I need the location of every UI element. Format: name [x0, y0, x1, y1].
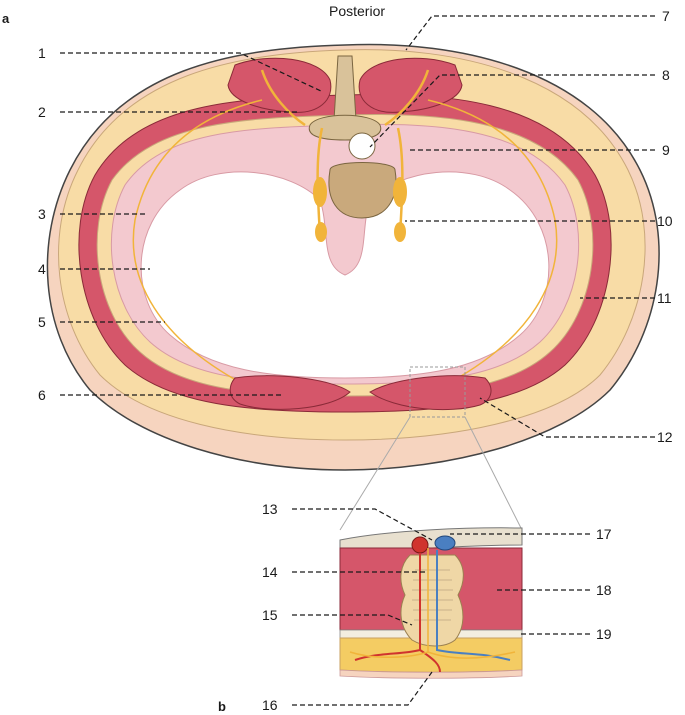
label-2: 2 [38, 104, 46, 120]
label-8: 8 [662, 67, 670, 83]
label-19: 19 [596, 626, 612, 642]
label-4: 4 [38, 261, 46, 277]
leader-8 [369, 74, 655, 148]
ganglion-lower-right [394, 222, 406, 242]
leader-7 [405, 15, 655, 51]
erector-muscle-right [358, 57, 463, 113]
vertebral-body [328, 162, 397, 219]
label-11: 11 [657, 290, 672, 306]
leader-13 [292, 508, 433, 541]
leader-12 [479, 397, 655, 438]
posterior-label: Posterior [329, 3, 385, 19]
intercostal-nerve-path [132, 99, 558, 386]
panel-a-cross-section [46, 43, 660, 531]
label-18: 18 [596, 582, 612, 598]
parasternal-muscle-right [369, 375, 492, 411]
label-15: 15 [262, 607, 278, 623]
detail-artery-branch [354, 553, 441, 673]
leader-1 [60, 52, 324, 93]
erector-muscle-left [227, 57, 332, 113]
label-16: 16 [262, 697, 278, 713]
panel-label-b: b [218, 699, 226, 714]
label-9: 9 [662, 142, 670, 158]
label-10: 10 [657, 213, 673, 229]
leader-lines [60, 15, 655, 706]
vertebral-spinous-process [333, 55, 357, 121]
label-7: 7 [662, 8, 670, 24]
label-14: 14 [262, 564, 278, 580]
sympathetic-ganglion-right [393, 177, 407, 207]
label-13: 13 [262, 501, 278, 517]
spinal-cord [348, 132, 376, 160]
sympathetic-ganglion-left [313, 177, 327, 207]
zoom-connector-lines [339, 416, 523, 531]
leader-16 [292, 671, 433, 706]
label-1: 1 [38, 45, 46, 61]
detail-vein-branch [436, 550, 511, 661]
label-12: 12 [657, 429, 673, 445]
label-3: 3 [38, 206, 46, 222]
detail-nerve-branch [349, 548, 516, 659]
label-17: 17 [596, 526, 612, 542]
detail-vein [434, 535, 456, 551]
panel-label-a: a [2, 11, 10, 26]
detail-artery [411, 536, 429, 554]
label-6: 6 [38, 387, 46, 403]
label-5: 5 [38, 314, 46, 330]
zoom-region-box [409, 366, 466, 418]
ganglion-lower-left [315, 222, 327, 242]
panel-b-detail [339, 527, 523, 679]
leader-15 [292, 614, 413, 626]
